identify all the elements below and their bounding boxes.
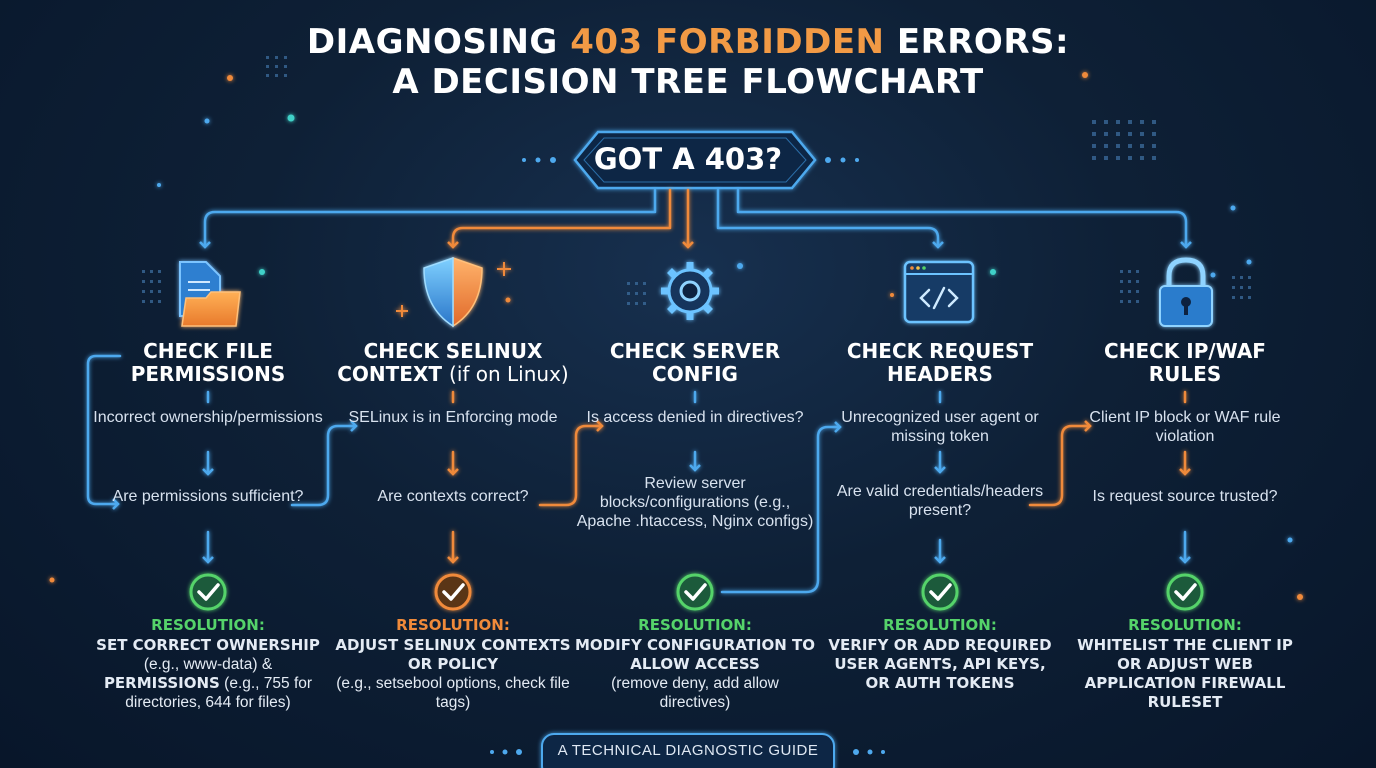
padlock-icon bbox=[1159, 257, 1213, 327]
column-title-text: CHECK REQUEST HEADERS bbox=[846, 339, 1034, 386]
page-title-line-2: A DECISION TREE FLOWCHART bbox=[392, 62, 984, 102]
check-icon bbox=[921, 573, 959, 611]
check-icon bbox=[1166, 573, 1204, 611]
resolution-text: VERIFY OR ADD REQUIRED USER AGENTS, API … bbox=[820, 636, 1060, 693]
resolution-text: SET CORRECT OWNERSHIP (e.g., www-data) &P… bbox=[88, 636, 328, 712]
loop-connectors bbox=[86, 354, 1092, 594]
resolution-bold: MODIFY CONFIGURATION TO ALLOW ACCESS bbox=[575, 636, 815, 673]
column-question: Is request source trusted? bbox=[1092, 488, 1278, 505]
resolution-text: ADJUST SELINUX CONTEXTS OR POLICY(e.g., … bbox=[333, 636, 573, 712]
step-arrows bbox=[202, 390, 1191, 564]
resolution-label: RESOLUTION: bbox=[151, 616, 265, 634]
connector-to-ip-waf bbox=[736, 188, 1192, 249]
connector-server-to-headers bbox=[720, 421, 842, 594]
page-title-line-1: DIAGNOSING 403 FORBIDDEN ERRORS: bbox=[0, 22, 1376, 62]
connector-loop-file-permissions bbox=[86, 354, 122, 510]
check-icon bbox=[189, 573, 227, 611]
column-title-text: CHECK IP/WAF RULES bbox=[1104, 339, 1266, 386]
title-accent: 403 FORBIDDEN bbox=[570, 22, 885, 62]
column-title: CHECK SERVER CONFIG bbox=[575, 340, 815, 386]
column-title-text: CHECK FILE PERMISSIONS bbox=[130, 339, 286, 386]
resolution-detail: (remove deny, add allow directives) bbox=[611, 675, 779, 711]
resolution-detail: (e.g., 755 for directories, 644 for file… bbox=[125, 675, 313, 711]
resolution-text: MODIFY CONFIGURATION TO ALLOW ACCESS(rem… bbox=[575, 636, 815, 712]
root-connectors bbox=[199, 188, 1192, 249]
column-question: Are valid credentials/headers present? bbox=[836, 483, 1044, 519]
resolution-text: WHITELIST THE CLIENT IP OR ADJUST WEB AP… bbox=[1065, 636, 1305, 712]
footer-pill bbox=[490, 733, 885, 768]
connector-to-file-permissions bbox=[199, 188, 657, 249]
column-request-headers: CHECK REQUEST HEADERS Unrecognized user … bbox=[820, 340, 1060, 693]
resolution-bold: PERMISSIONS bbox=[103, 674, 220, 692]
footer-label: A TECHNICAL DIAGNOSTIC GUIDE bbox=[557, 742, 819, 759]
column-title-text: CHECK SERVER CONFIG bbox=[609, 339, 781, 386]
resolution-detail: (e.g., setsebool options, check file tag… bbox=[336, 675, 570, 711]
column-title-text: CHECK SELINUX CONTEXT bbox=[337, 339, 543, 386]
column-file-permissions: CHECK FILE PERMISSIONS Incorrect ownersh… bbox=[88, 340, 328, 712]
connector-to-request-headers bbox=[716, 188, 944, 249]
resolution-label: RESOLUTION: bbox=[1128, 616, 1242, 634]
column-issue: Unrecognized user agent or missing token bbox=[841, 409, 1039, 445]
resolution-bold: ADJUST SELINUX CONTEXTS OR POLICY bbox=[335, 636, 571, 673]
column-title: CHECK REQUEST HEADERS bbox=[820, 340, 1060, 386]
check-icons bbox=[189, 573, 1204, 611]
resolution-label: RESOLUTION: bbox=[638, 616, 752, 634]
code-window-icon bbox=[903, 260, 975, 324]
gear-icon bbox=[661, 262, 719, 320]
column-step-review: Review server blocks/configurations (e.g… bbox=[576, 475, 814, 530]
resolution-detail: (e.g., www-data) & bbox=[143, 656, 273, 673]
check-icon bbox=[434, 573, 472, 611]
connector-headers-to-ipwaf bbox=[1028, 420, 1092, 507]
connector-to-selinux bbox=[447, 188, 672, 249]
resolution-label: RESOLUTION: bbox=[396, 616, 510, 634]
column-title-sub: (if on Linux) bbox=[449, 362, 569, 386]
connector-selinux-to-server bbox=[538, 420, 604, 507]
resolution-bold: WHITELIST THE CLIENT IP OR ADJUST WEB AP… bbox=[1077, 636, 1293, 711]
resolution-bold: SET CORRECT OWNERSHIP bbox=[96, 636, 320, 654]
root-node bbox=[522, 130, 859, 190]
dot-grid-decoration bbox=[142, 56, 1251, 305]
column-issue: SELinux is in Enforcing mode bbox=[348, 409, 558, 426]
column-server-config: CHECK SERVER CONFIG Is access denied in … bbox=[575, 340, 815, 712]
connector-file-to-selinux bbox=[290, 420, 358, 507]
column-issue: Is access denied in directives? bbox=[586, 409, 804, 426]
resolution-bold: VERIFY OR ADD REQUIRED USER AGENTS, API … bbox=[828, 636, 1052, 692]
title-prefix: DIAGNOSING bbox=[306, 22, 571, 62]
column-question: Are permissions sufficient? bbox=[112, 488, 304, 505]
folder-document-icon bbox=[179, 261, 241, 327]
column-issue: Incorrect ownership/permissions bbox=[93, 409, 323, 426]
shield-icon bbox=[396, 256, 511, 328]
check-icon bbox=[676, 573, 714, 611]
root-label: GOT A 403? bbox=[593, 142, 783, 176]
column-title: CHECK FILE PERMISSIONS bbox=[88, 340, 328, 386]
column-ip-waf-rules: CHECK IP/WAF RULES Client IP block or WA… bbox=[1065, 340, 1305, 712]
column-issue: Client IP block or WAF rule violation bbox=[1089, 409, 1281, 445]
column-title: CHECK IP/WAF RULES bbox=[1065, 340, 1305, 386]
background-decoration bbox=[49, 72, 1303, 600]
title-suffix: ERRORS: bbox=[884, 22, 1070, 62]
column-title: CHECK SELINUX CONTEXT (if on Linux) bbox=[333, 340, 573, 386]
column-selinux-context: CHECK SELINUX CONTEXT (if on Linux) SELi… bbox=[333, 340, 573, 712]
resolution-label: RESOLUTION: bbox=[883, 616, 997, 634]
column-question: Are contexts correct? bbox=[377, 488, 529, 505]
